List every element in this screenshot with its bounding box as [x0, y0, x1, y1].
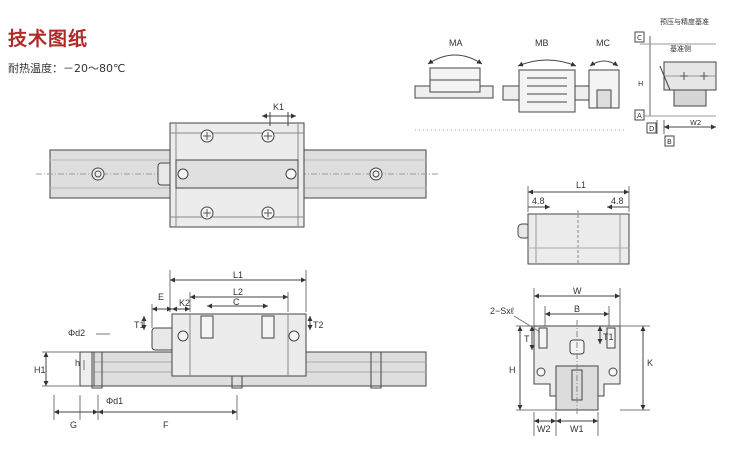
top-view: [36, 112, 440, 228]
label-side-t1: T1: [134, 320, 145, 330]
label-side-h: h: [75, 358, 80, 368]
page-title: 技术图纸: [8, 28, 89, 50]
label-end-dim-left: 4.8: [532, 196, 545, 206]
label-side-k2: K2: [179, 298, 190, 308]
heat-resistance-text: 耐热温度：－20～80℃: [8, 62, 126, 75]
label-front-t: T: [524, 334, 530, 344]
label-ma: MA: [449, 38, 463, 48]
moment-mc-diagram: [588, 60, 620, 109]
label-front-h: H: [509, 365, 516, 375]
label-side-f: F: [163, 420, 169, 430]
reference-title: 预压与精度基准: [660, 17, 709, 26]
label-front-sxl: 2−Sxℓ: [490, 306, 515, 316]
label-front-w: W: [573, 286, 582, 296]
moment-ma-diagram: [414, 54, 494, 99]
label-side-h1: H1: [34, 365, 46, 375]
label-front-w1: W1: [570, 424, 584, 434]
label-mc: MC: [596, 38, 610, 48]
moment-mb-diagram: [502, 59, 590, 113]
label-side-d2: Φd2: [68, 328, 85, 338]
label-mb: MB: [535, 38, 549, 48]
reference-a-label: A: [637, 112, 642, 120]
moment-diagrams: [414, 54, 620, 113]
label-k1: K1: [273, 102, 284, 112]
reference-d-label: D: [649, 125, 654, 133]
label-end-l1: L1: [576, 180, 586, 190]
reference-side-label: 基准侧: [670, 44, 691, 53]
reference-w2-label: W2: [690, 119, 701, 127]
label-end-dim-right: 4.8: [611, 196, 624, 206]
label-side-g: G: [70, 420, 77, 430]
side-view: [42, 270, 427, 420]
reference-c-label: C: [637, 34, 642, 42]
label-side-t2: T2: [313, 320, 324, 330]
label-side-d1: Φd1: [106, 396, 123, 406]
reference-diagram: [634, 31, 717, 147]
front-view: [513, 288, 650, 436]
label-side-l1: L1: [233, 270, 243, 280]
label-front-t1: T1: [603, 332, 614, 342]
end-view: [517, 186, 630, 265]
label-front-b: B: [574, 304, 580, 314]
label-side-l2: L2: [233, 287, 243, 297]
label-side-c: C: [233, 297, 240, 307]
label-front-k: K: [647, 358, 653, 368]
reference-b-label: B: [667, 138, 672, 146]
label-front-w2: W2: [537, 424, 551, 434]
reference-h-label: H: [638, 80, 643, 88]
label-side-e: E: [158, 292, 164, 302]
